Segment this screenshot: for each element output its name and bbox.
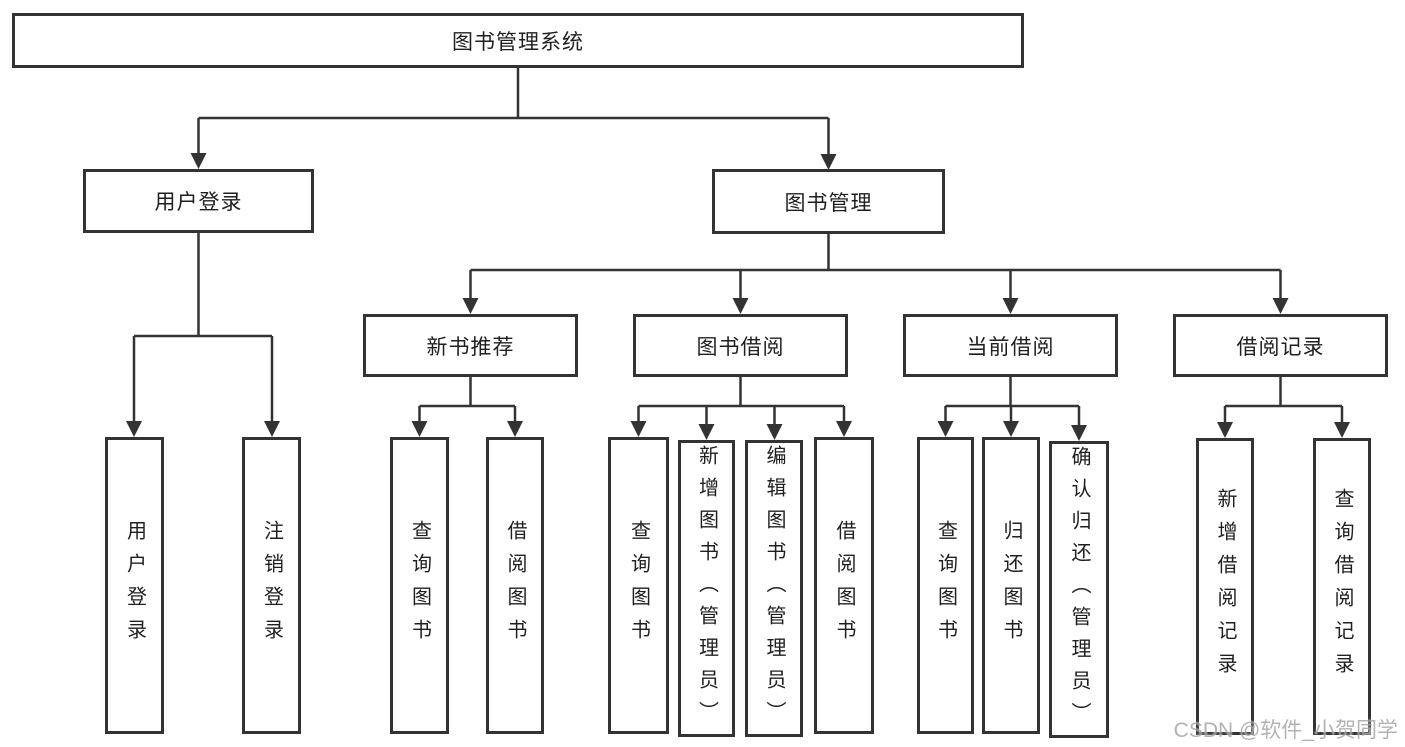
connector-current-borrow-section (937, 377, 1087, 441)
leaf-query-book-borrow: 查询图书 (608, 437, 669, 734)
leaf-query-book-current-label: 查询图书 (934, 519, 957, 652)
arrowhead (732, 298, 749, 314)
arrowhead (264, 421, 280, 437)
csdn-watermark: CSDN @软件_小贺同学 (1173, 719, 1398, 742)
arrowhead (1071, 425, 1087, 441)
arrowhead (1217, 422, 1233, 438)
leaf-add-book-admin-label: 新增图书（管理员） (695, 444, 718, 733)
leaf-query-book-recommend-label: 查询图书 (408, 519, 431, 652)
leaf-query-borrow-record-label: 查询借阅记录 (1331, 487, 1353, 686)
connector-book-branch (462, 234, 1289, 314)
leaf-return-book: 归还图书 (982, 437, 1040, 734)
arrowhead (630, 421, 647, 437)
leaf-logout-label: 注销登录 (260, 519, 283, 652)
arrowhead (766, 424, 783, 440)
leaf-add-book-admin: 新增图书（管理员） (678, 440, 735, 737)
node-root-label: 图书管理系统 (452, 30, 584, 54)
arrowhead (820, 154, 837, 170)
connector-book-borrow-section (630, 377, 852, 440)
node-book-borrow-label: 图书借阅 (696, 335, 785, 359)
arrowhead (698, 424, 715, 440)
arrowhead (1334, 422, 1350, 438)
leaf-user-login: 用户登录 (105, 437, 164, 734)
leaf-user-login-label: 用户登录 (123, 519, 146, 652)
node-root: 图书管理系统 (12, 13, 1024, 68)
node-new-book-recommend: 新书推荐 (363, 314, 578, 377)
node-book-management: 图书管理 (712, 169, 945, 234)
connector-root-to-level2 (190, 68, 837, 170)
leaf-query-book-recommend: 查询图书 (390, 437, 449, 734)
node-book-borrow: 图书借阅 (633, 314, 848, 377)
arrowhead (937, 421, 954, 437)
arrowhead (411, 421, 428, 437)
node-borrow-records-label: 借阅记录 (1236, 335, 1325, 359)
leaf-query-borrow-record: 查询借阅记录 (1313, 438, 1371, 735)
connector-new-book-section (411, 377, 523, 437)
arrowhead (462, 298, 479, 314)
node-book-management-label: 图书管理 (784, 191, 873, 215)
leaf-borrow-book: 借阅图书 (814, 437, 874, 734)
leaf-borrow-book-recommend: 借阅图书 (486, 437, 544, 734)
arrowhead (1272, 298, 1289, 314)
arrowhead (507, 421, 523, 437)
leaf-edit-book-admin: 编辑图书（管理员） (745, 440, 803, 737)
arrowhead (1003, 421, 1019, 437)
node-user-login-label: 用户登录 (154, 191, 243, 214)
leaf-logout: 注销登录 (242, 437, 301, 734)
arrowhead (190, 153, 207, 169)
leaf-add-borrow-record: 新增借阅记录 (1196, 438, 1254, 735)
connector-borrow-records-section (1217, 377, 1350, 438)
leaf-confirm-return-admin-label: 确认归还（管理员） (1068, 445, 1090, 734)
connector-user-branch (126, 232, 280, 437)
leaf-borrow-book-label: 借阅图书 (833, 519, 855, 652)
node-user-login: 用户登录 (83, 169, 314, 233)
leaf-confirm-return-admin: 确认归还（管理员） (1049, 441, 1109, 738)
node-current-borrow: 当前借阅 (903, 314, 1118, 377)
node-new-book-recommend-label: 新书推荐 (426, 335, 515, 359)
leaf-query-book-borrow-label: 查询图书 (627, 519, 650, 652)
leaf-borrow-book-recommend-label: 借阅图书 (504, 519, 526, 652)
leaf-query-book-current: 查询图书 (917, 437, 974, 734)
node-borrow-records: 借阅记录 (1173, 314, 1388, 377)
leaf-add-borrow-record-label: 新增借阅记录 (1214, 487, 1236, 686)
node-current-borrow-label: 当前借阅 (966, 335, 1055, 359)
arrowhead (1002, 298, 1019, 314)
leaf-return-book-label: 归还图书 (1000, 519, 1022, 652)
leaf-edit-book-admin-label: 编辑图书（管理员） (763, 444, 785, 733)
arrowhead (126, 421, 142, 437)
arrowhead (836, 421, 852, 437)
